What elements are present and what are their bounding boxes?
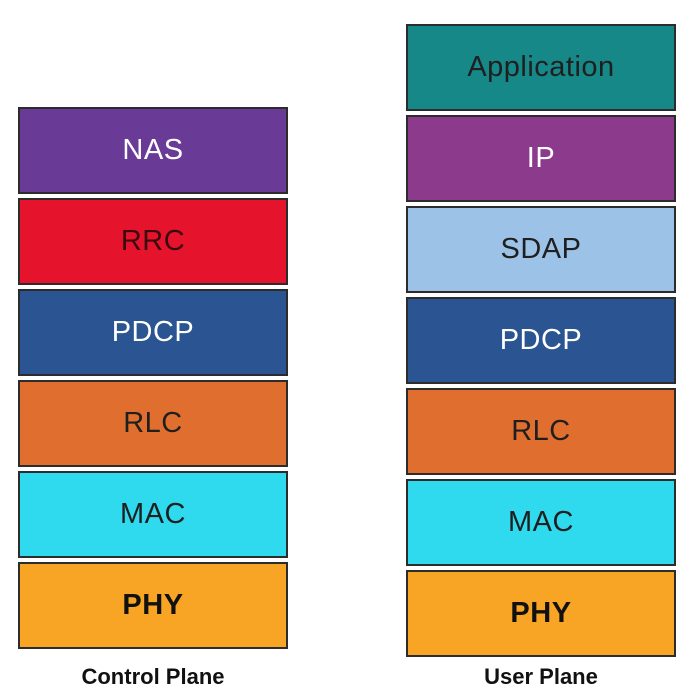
user-layer-sdap: SDAP: [406, 206, 676, 293]
control-plane-label: Control Plane: [81, 664, 225, 689]
user-layer-application: Application: [406, 24, 676, 111]
control-layer-phy: PHY: [18, 562, 288, 649]
user-layer-rlc: RLC: [406, 388, 676, 475]
control-layer-mac: MAC: [18, 471, 288, 558]
user-layer-phy: PHY: [406, 570, 676, 657]
control-layer-rlc: RLC: [18, 380, 288, 467]
user-plane-stack: Application IP SDAP PDCP RLC MAC PHY: [406, 24, 676, 661]
control-layer-nas: NAS: [18, 107, 288, 194]
control-layer-rrc: RRC: [18, 198, 288, 285]
user-plane-label: User Plane: [484, 664, 598, 689]
user-layer-ip: IP: [406, 115, 676, 202]
control-layer-pdcp: PDCP: [18, 289, 288, 376]
control-plane-stack: NAS RRC PDCP RLC MAC PHY: [18, 107, 288, 653]
user-layer-mac: MAC: [406, 479, 676, 566]
user-layer-pdcp: PDCP: [406, 297, 676, 384]
